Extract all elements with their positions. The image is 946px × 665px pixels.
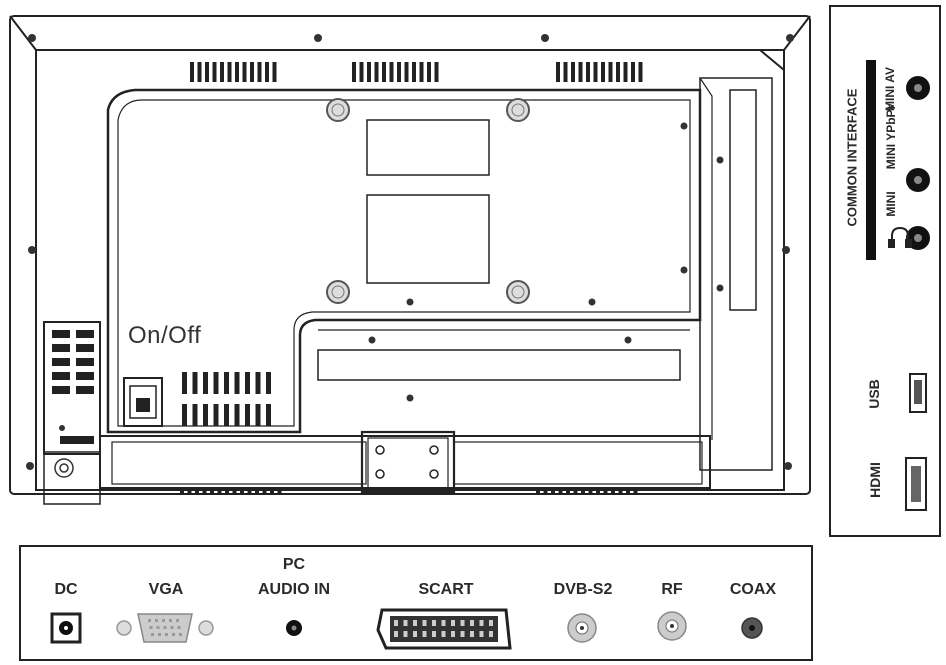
dvb-s2-label: DVB-S2 [553, 581, 613, 598]
screw-icon [26, 34, 794, 470]
pc-audio-label-line2: AUDIO IN [258, 581, 330, 598]
rf-jack [657, 611, 687, 641]
common-interface-slot [866, 60, 876, 260]
rca-jack-icon [567, 613, 597, 643]
scart-port-icon [376, 608, 512, 650]
usb-port-icon [909, 373, 927, 413]
mini-ypbpr-jack [906, 168, 930, 192]
common-interface-label: COMMON INTERFACE [844, 88, 860, 227]
tv-back-body [9, 5, 941, 661]
rf-label: RF [661, 581, 683, 598]
pc-audio-label-line1: PC [282, 556, 306, 573]
side-buttons [52, 330, 94, 444]
mini-label: MINI [884, 191, 898, 217]
coax-label: COAX [729, 581, 777, 598]
vga-label: VGA [148, 581, 184, 598]
scart-label: SCART [418, 581, 474, 598]
mini-av-jack [906, 76, 930, 100]
mini-ypbpr-label: MINI YPbPr [884, 104, 898, 170]
vesa-mount-screws [326, 98, 530, 304]
headphone-icon [888, 226, 912, 248]
dc-jack-icon [50, 612, 82, 644]
hdmi-port-icon [905, 457, 927, 511]
coax-jack [741, 617, 763, 639]
dc-label: DC [54, 581, 78, 598]
hdmi-label: HDMI [867, 462, 883, 498]
top-vents [190, 62, 643, 82]
usb-label: USB [866, 379, 882, 409]
pc-audio-jack [286, 620, 302, 636]
vga-port-icon [116, 613, 214, 643]
power-label: On/Off [128, 322, 202, 349]
